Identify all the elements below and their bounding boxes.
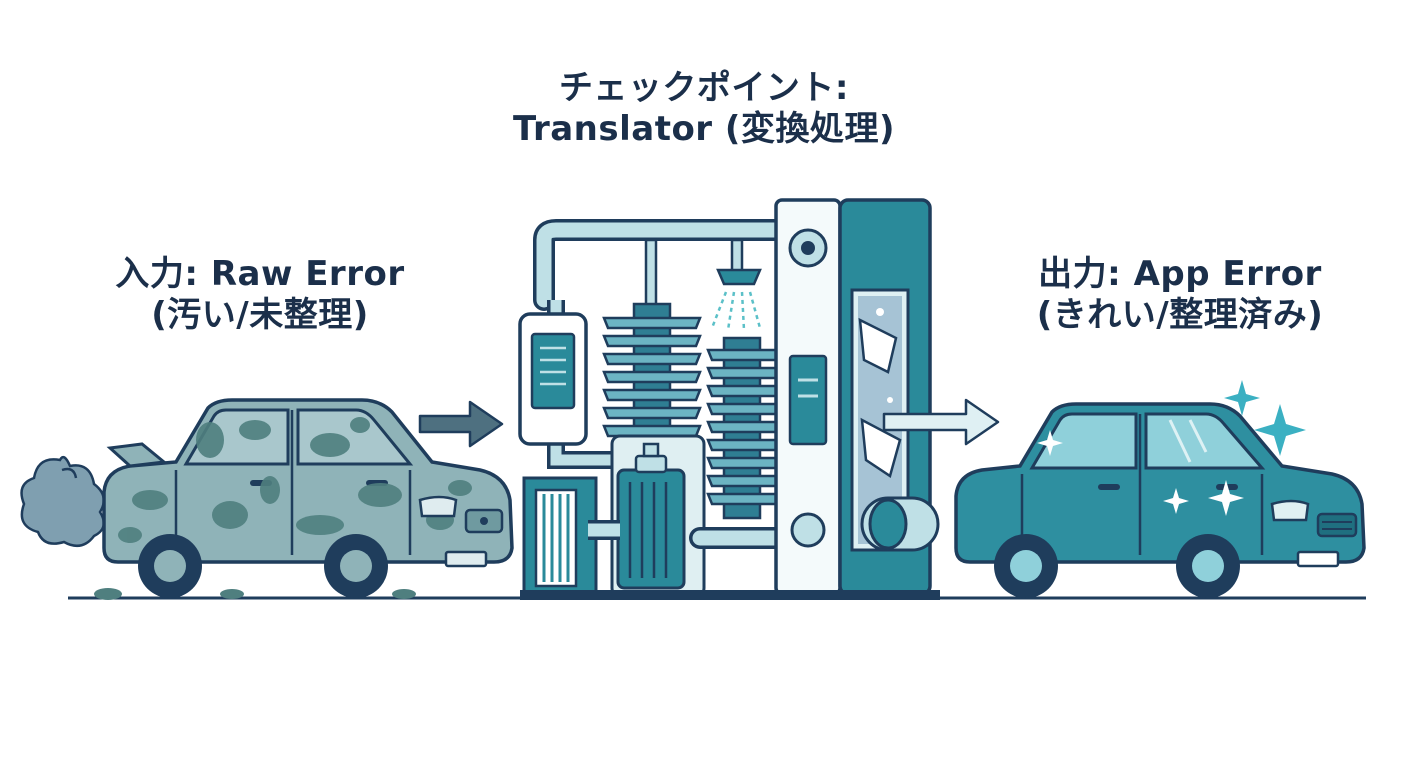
- rotating-brush-icon: [706, 336, 782, 520]
- translator-machine: [518, 198, 940, 600]
- arrow-in-icon: [418, 400, 504, 448]
- clean-car-illustration: [954, 380, 1366, 598]
- arrow-out-icon: [882, 398, 1000, 446]
- checkpoint-title-line1: チェックポイント:: [558, 68, 850, 108]
- input-label: 入力: Raw Error (汚い/未整理): [60, 254, 460, 336]
- sparkle-icon: [1037, 430, 1244, 516]
- dirty-car-illustration: [20, 398, 514, 600]
- spray-nozzle-icon: [710, 268, 762, 331]
- output-title-line2: (きれい/整理済み): [1036, 294, 1324, 335]
- checkpoint-title-line2: Translator (変換処理): [512, 108, 895, 149]
- output-title-line1: 出力: App Error: [1038, 254, 1322, 294]
- checkpoint-label: チェックポイント: Translator (変換処理): [404, 68, 1004, 150]
- output-label: 出力: App Error (きれい/整理済み): [980, 254, 1380, 336]
- input-title-line2: (汚い/未整理): [151, 294, 369, 335]
- exhaust-smoke-icon: [20, 455, 106, 548]
- input-title-line1: 入力: Raw Error: [115, 254, 405, 294]
- rotating-brush-icon: [602, 302, 702, 446]
- sparkle-icon: [1224, 380, 1306, 456]
